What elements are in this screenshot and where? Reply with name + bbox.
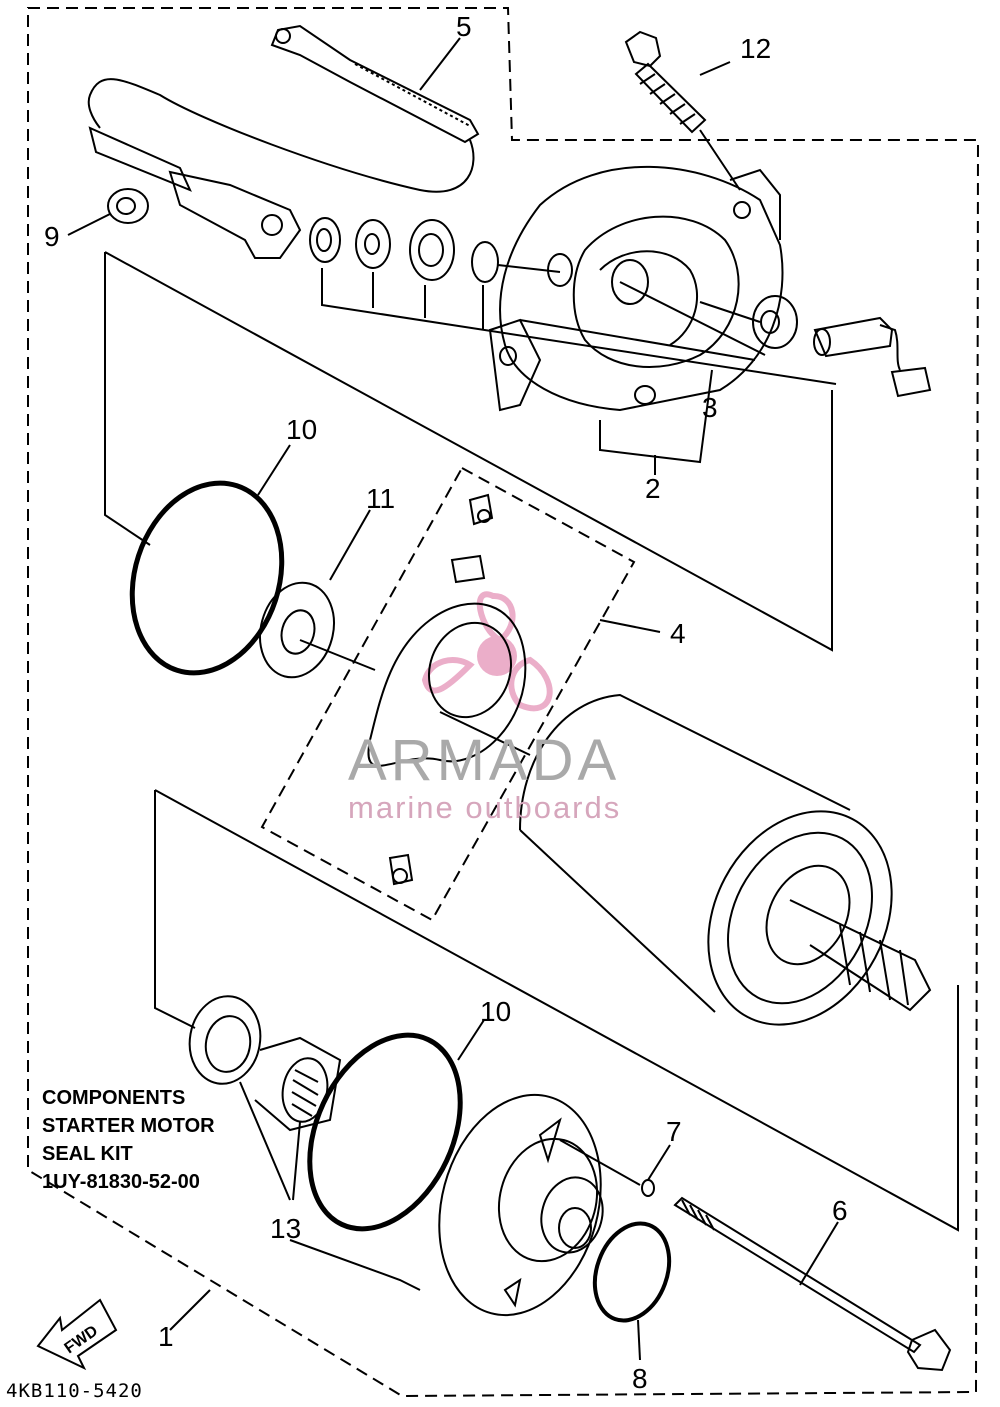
callout-5: 5: [456, 11, 472, 42]
washer-set: [309, 217, 499, 283]
washer-brace: [321, 268, 837, 385]
fwd-arrow-icon: FWD: [36, 1298, 118, 1371]
callout-10-upper: 10: [286, 414, 317, 445]
shim-washer: [259, 581, 335, 679]
watermark-tagline: marine outboards: [348, 790, 621, 825]
caption-part-number: 1UY-81830-52-00: [42, 1171, 200, 1193]
callout-6: 6: [832, 1195, 848, 1226]
assembly-boundary: [27, 7, 980, 1398]
caption-line-3: SEAL KIT: [42, 1143, 133, 1165]
callout-9: 9: [44, 221, 60, 252]
callout-10-lower: 10: [480, 996, 511, 1027]
terminal-part: [813, 316, 932, 398]
part6-leader: [799, 1221, 839, 1286]
bracket-2-3: [599, 369, 713, 475]
lead-wire-part: [87, 24, 480, 259]
callout-8: 8: [632, 1363, 648, 1394]
o-ring-lower: [307, 1032, 463, 1232]
o-ring-upper: [129, 480, 285, 676]
caption-line-1: COMPONENTS: [42, 1087, 186, 1109]
nut-part: [107, 188, 149, 224]
callout-3: 3: [702, 392, 718, 423]
bolt-part: [624, 30, 741, 191]
seal-kit-caption: COMPONENTS STARTER MOTOR SEAL KIT 1UY-81…: [42, 1084, 215, 1196]
watermark-name: ARMADA: [348, 728, 620, 793]
part13-leaders: [239, 1081, 301, 1201]
upper-brace: [104, 251, 833, 652]
fwd-label: FWD: [61, 1322, 101, 1357]
rear-cover-part: [488, 165, 798, 412]
callout-4: 4: [670, 618, 686, 649]
through-bolt-part: [673, 1196, 952, 1372]
o-ring-small-part: [592, 1221, 672, 1323]
front-cover-part: [438, 1093, 604, 1317]
callout-12: 12: [740, 33, 771, 64]
callout-7: 7: [666, 1116, 682, 1147]
brush-plate-part: [367, 493, 531, 886]
yoke-part: [519, 693, 932, 1026]
part7-leaders: [559, 1139, 671, 1186]
rear-cover-leaders: [497, 264, 766, 361]
shim-leader: [299, 639, 376, 671]
callout-13: 13: [270, 1213, 301, 1244]
lower-brace: [154, 789, 959, 1232]
callout-11: 11: [366, 483, 395, 514]
callout-1: 1: [158, 1321, 174, 1352]
small-o-ring: [641, 1179, 655, 1197]
diagram-code: 4KB110-5420: [6, 1380, 143, 1402]
caption-line-2: STARTER MOTOR: [42, 1115, 215, 1137]
callout-2: 2: [645, 473, 661, 504]
brush-plate-box: [260, 466, 636, 922]
callout-leaders: [67, 37, 731, 1331]
part8-leader: [637, 1319, 641, 1361]
